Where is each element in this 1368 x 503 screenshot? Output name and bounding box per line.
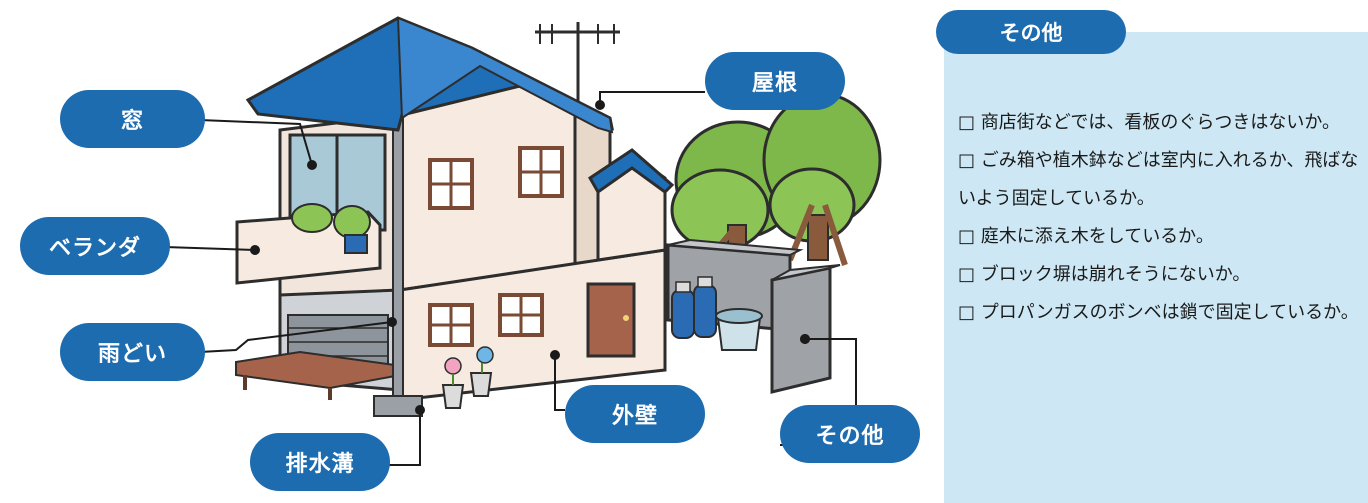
checklist-panel	[944, 32, 1368, 503]
checklist: □ 商店街などでは、看板のぐらつきはないか。 □ ごみ箱や植木鉢などは室内に入れ…	[958, 104, 1368, 332]
block-wall	[666, 238, 841, 394]
checklist-item: □ 商店街などでは、看板のぐらつきはないか。	[958, 112, 1341, 133]
checklist-item: □ プロパンガスのボンベは鎖で固定しているか。	[958, 302, 1359, 323]
trash-bin	[715, 308, 763, 351]
roof	[245, 16, 615, 134]
checklist-item: □ ブロック塀は崩れそうにないか。	[958, 264, 1251, 285]
flower-pots	[441, 346, 494, 409]
gas-cylinders	[671, 276, 717, 339]
garden-trees	[670, 92, 882, 266]
callout-veranda: ベランダ	[20, 217, 170, 275]
checklist-item: □ 庭木に添え木をしているか。	[958, 226, 1214, 247]
checklist-panel-title: その他	[936, 10, 1126, 54]
callout-gutter: 雨どい	[60, 323, 205, 381]
leader-dots	[250, 100, 810, 415]
callout-roof: 屋根	[705, 52, 845, 110]
callout-other: その他	[780, 405, 920, 463]
callout-window: 窓	[60, 90, 205, 148]
callout-wall: 外壁	[565, 385, 705, 443]
checklist-item: □ ごみ箱や植木鉢などは室内に入れるか、飛ばないよう固定しているか。	[958, 150, 1359, 209]
callout-drain: 排水溝	[250, 433, 390, 491]
tv-antenna	[535, 22, 620, 110]
